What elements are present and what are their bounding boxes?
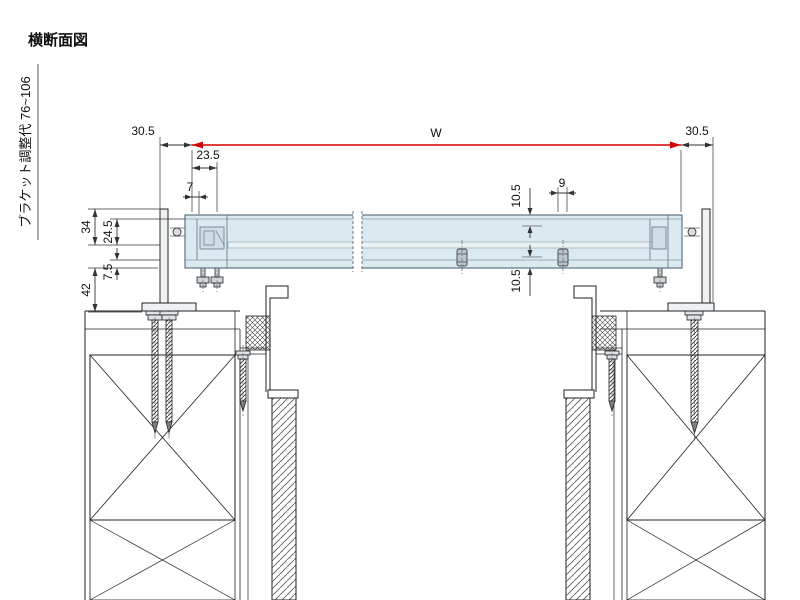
- end-unit-detail: [215, 230, 225, 246]
- w-arrow-right: [670, 141, 681, 149]
- cladding-cap: [563, 389, 595, 399]
- dim-arrow: [527, 268, 533, 275]
- dim-rail-depth: 24.5: [101, 220, 115, 244]
- bracket-adjust-label: ブラケット調整代 76~106: [18, 76, 33, 227]
- dim-arrow: [527, 208, 533, 215]
- dim-arrow: [209, 165, 217, 171]
- wall-frame-panel-lower: [626, 519, 766, 600]
- flashing-channel: [573, 285, 597, 392]
- cladding-board: [565, 397, 591, 600]
- dim-arrow: [192, 165, 200, 171]
- dim-arrow: [527, 250, 533, 257]
- dim-box-end: 23.5: [196, 148, 220, 162]
- anchor-screw: [145, 306, 165, 440]
- end-unit-detail: [203, 230, 215, 246]
- dim-arrow: [551, 190, 558, 196]
- frame-brace: [626, 519, 766, 600]
- anchor-screw: [684, 306, 704, 440]
- dim-arrow: [92, 237, 98, 245]
- dim-arrow: [184, 142, 192, 148]
- dim-arrow: [92, 268, 98, 276]
- dim-arrow: [567, 190, 574, 196]
- shutter-rail-assembly: [184, 211, 683, 275]
- right-wall-section: [563, 285, 766, 600]
- dim-arrow: [681, 142, 689, 148]
- dim-arrow: [114, 253, 120, 260]
- frame-brace: [89, 519, 236, 600]
- dim-arrow: [92, 209, 98, 217]
- left-mounting-bracket: [141, 208, 224, 312]
- dim-width-label: W: [430, 126, 442, 140]
- furring-screw: [235, 345, 251, 416]
- guide-roller: [456, 240, 468, 275]
- dim-rear-lip: 7.5: [101, 263, 115, 280]
- dim-arrow: [160, 142, 168, 148]
- end-unit-box: [199, 226, 225, 250]
- dim-right-offset: 30.5: [685, 124, 709, 138]
- right-mounting-bracket: [653, 208, 715, 312]
- w-arrow-left: [192, 141, 203, 149]
- dim-bracket-leg: 42: [79, 283, 93, 297]
- dim-arrow: [199, 194, 206, 200]
- left-wall-section: [84, 285, 299, 600]
- dim-arrow: [114, 268, 120, 275]
- rail-body: [184, 214, 683, 269]
- bracket-bolt: [172, 227, 182, 237]
- dim-arrow: [185, 194, 192, 200]
- bracket-vertical-plate: [159, 208, 169, 306]
- dim-arrow: [527, 226, 533, 233]
- wall-frame-panel-lower: [89, 519, 236, 600]
- dim-guide-lower: 10.5: [509, 269, 523, 293]
- cladding-cap: [267, 389, 299, 399]
- dim-arrow: [92, 304, 98, 312]
- guide-roller: [557, 240, 569, 275]
- bracket-foot-plate: [141, 302, 197, 312]
- break-gap: [353, 213, 362, 270]
- dim-arrow: [705, 142, 713, 148]
- furring-screw: [604, 345, 620, 416]
- anchor-screw: [159, 306, 179, 440]
- frame-brace: [626, 354, 766, 521]
- drawing-title: 横断面図: [28, 31, 88, 49]
- dim-arrow: [114, 219, 120, 227]
- curtain-slat: [227, 241, 653, 249]
- dim-arrow: [114, 237, 120, 245]
- rail-bolt: [196, 263, 210, 292]
- cladding-board: [271, 397, 297, 600]
- dim-roller: 9: [559, 176, 566, 190]
- dimension-graphics: [37, 64, 714, 313]
- dim-guide-upper: 10.5: [509, 184, 523, 208]
- dim-bracket-face: 34: [79, 220, 93, 234]
- dim-left-offset: 30.5: [131, 124, 155, 138]
- rail-bolt: [653, 263, 667, 292]
- flashing-channel: [265, 285, 289, 392]
- bracket-foot-plate: [667, 302, 715, 312]
- dim-front-lip: 7: [187, 180, 194, 194]
- end-unit-box: [651, 226, 667, 250]
- bracket-vertical-plate: [701, 208, 711, 306]
- bracket-bolt: [687, 227, 697, 237]
- frame-brace: [89, 354, 236, 521]
